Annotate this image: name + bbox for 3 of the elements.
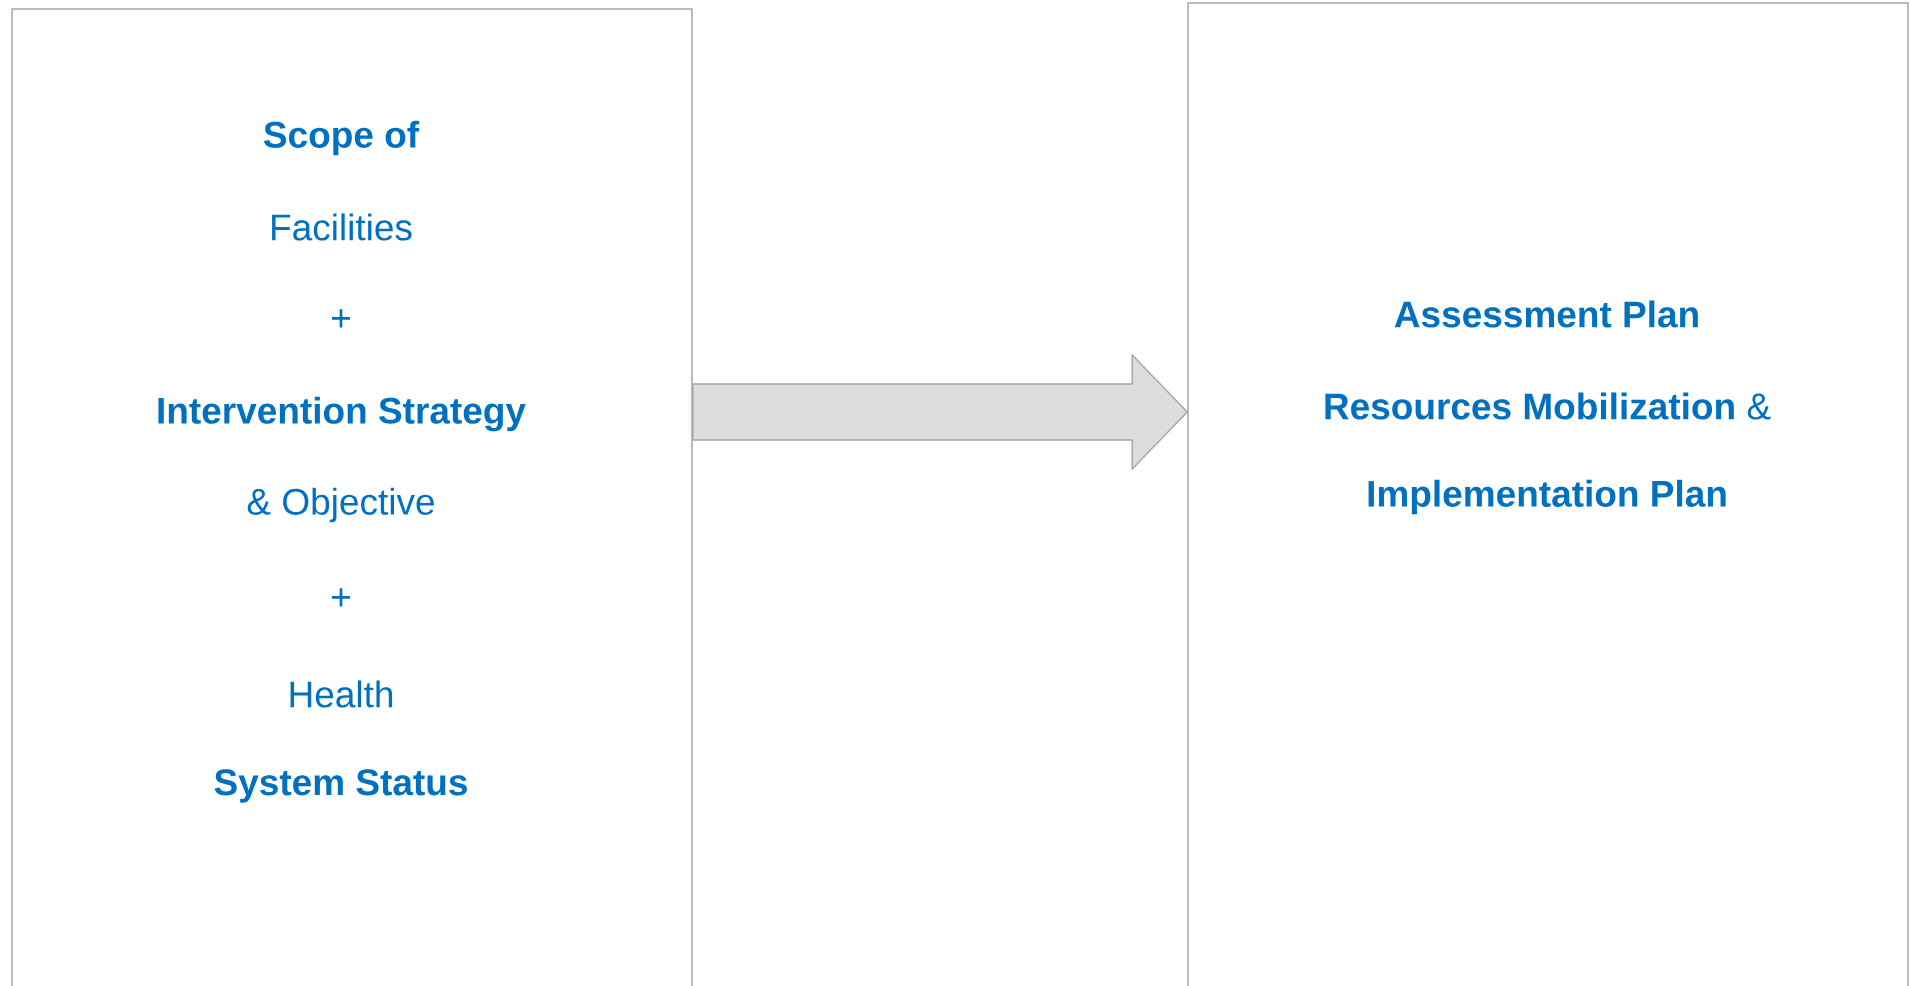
- text-box: Scope of Facilities + Intervention Strategy & Objective + Health System Status: [11, 8, 693, 986]
- block-arrow: [692, 353, 1189, 471]
- text-box: Assessment Plan Resources Mobilization & Implementation Plan: [1187, 2, 1909, 986]
